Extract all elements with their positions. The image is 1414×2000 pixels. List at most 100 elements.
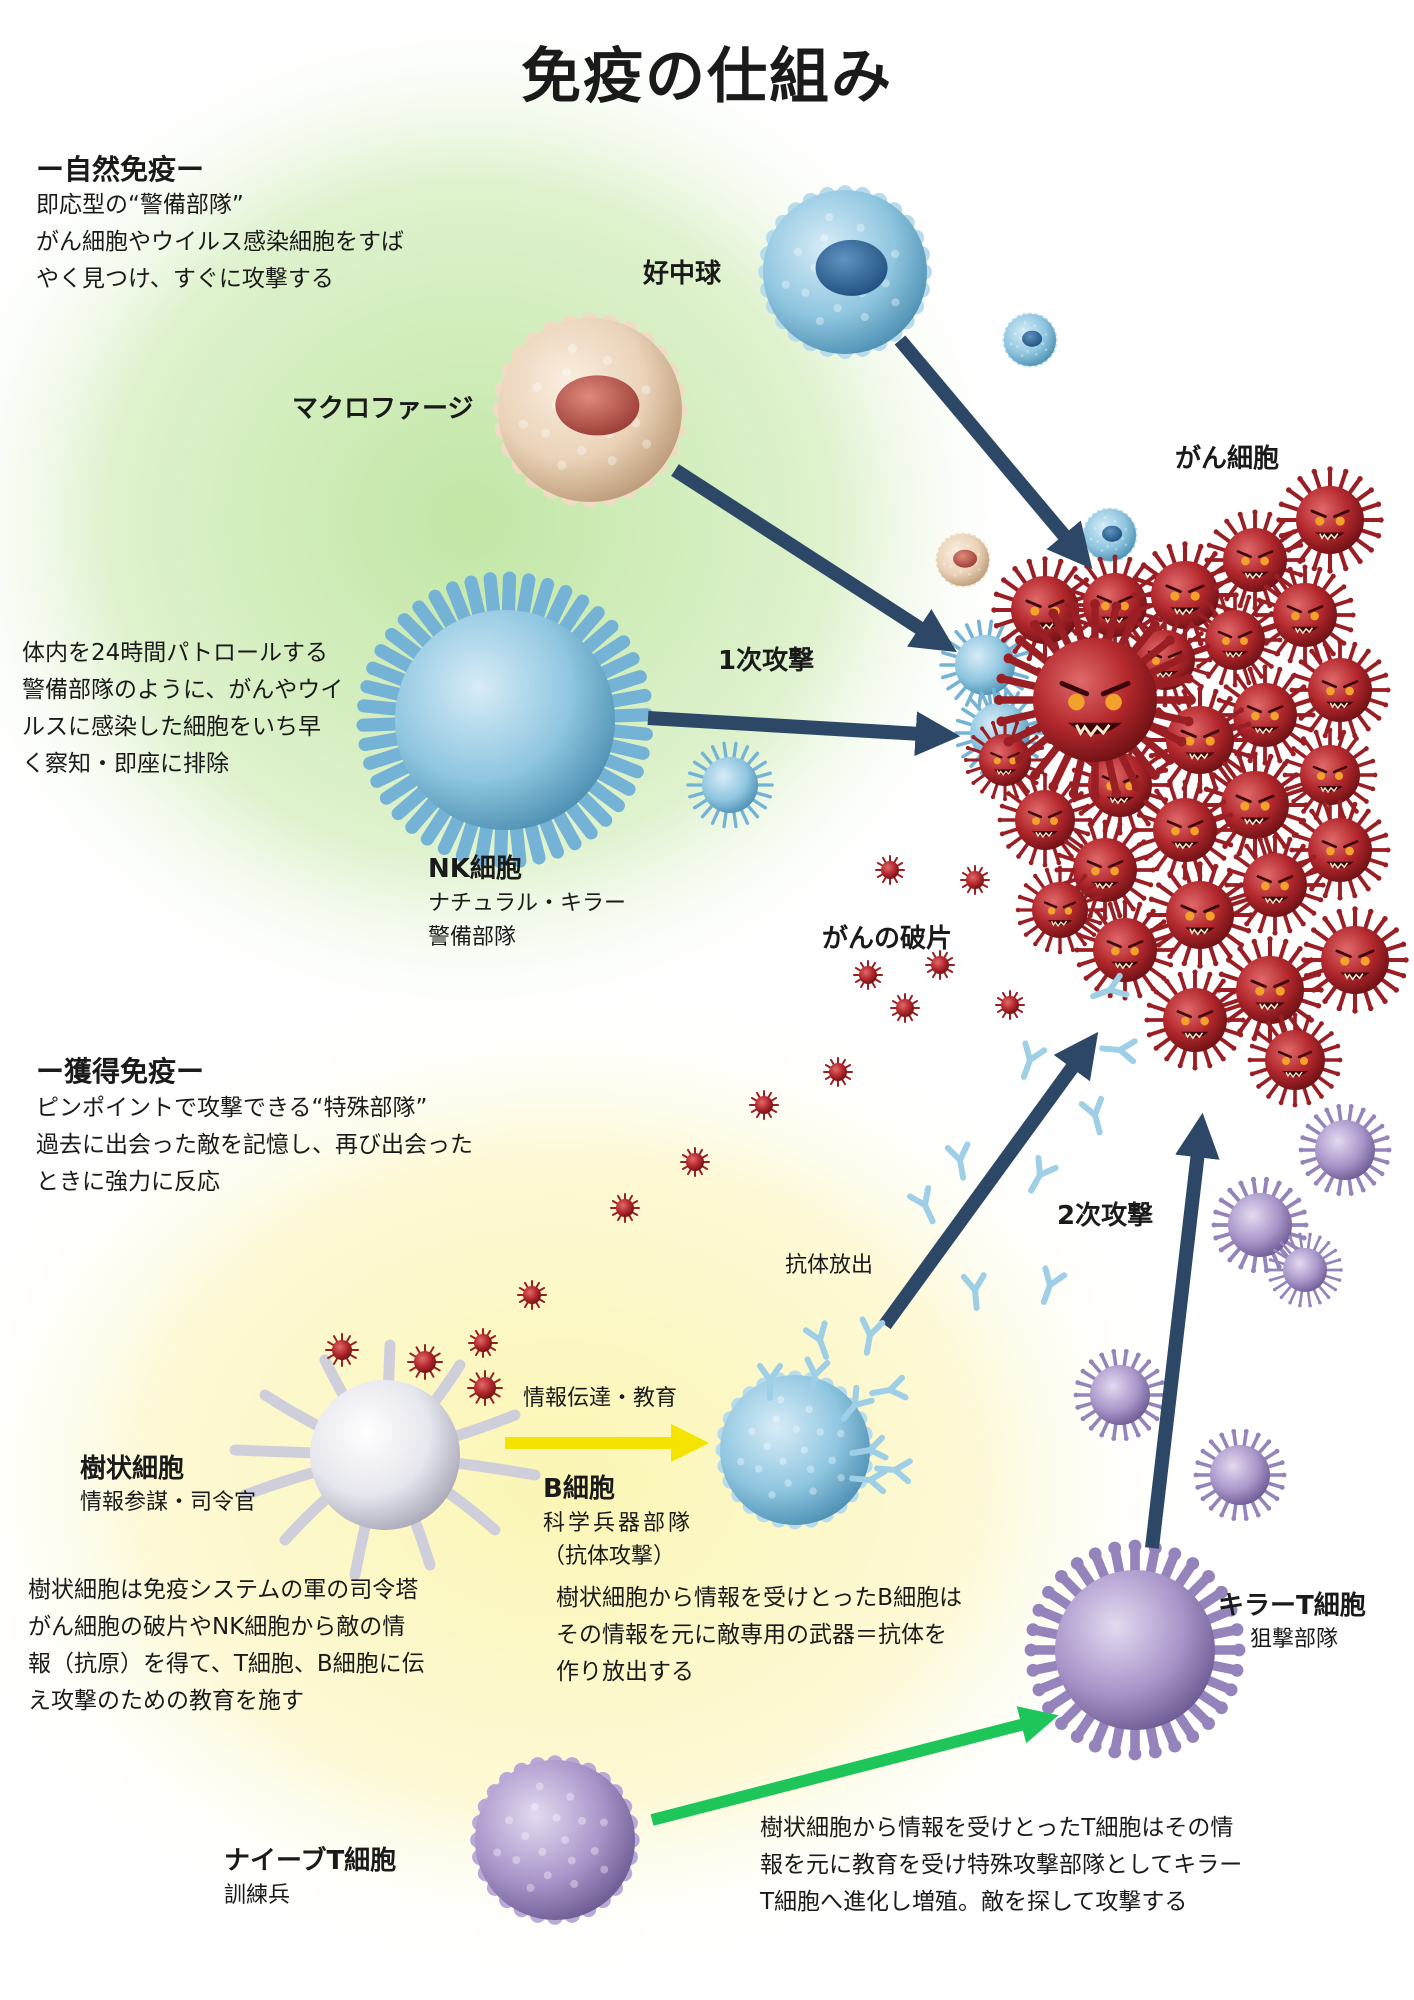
- acquired-desc-line: ときに強力に反応: [36, 1169, 220, 1195]
- cancer-cell: [1301, 906, 1409, 1014]
- b-cell-desc-line: その情報を元に敵専用の武器＝抗体を: [556, 1622, 947, 1648]
- naive-t-cell-sub: 訓練兵: [224, 1883, 291, 1908]
- arrow-macrophage-to-cancer: [671, 464, 957, 653]
- innate-desc-line: 即応型の“警備部隊”: [36, 192, 244, 218]
- cancer-cell: [1074, 899, 1176, 1001]
- cancer-fragment: [749, 1090, 779, 1120]
- neutrophil-cell: [758, 185, 932, 359]
- innate-heading: ー自然免疫ー: [36, 153, 205, 186]
- secondary-attack-label: 2次攻撃: [1057, 1201, 1154, 1231]
- cancer-cell: [1216, 936, 1324, 1044]
- cancer-cell: [1054, 819, 1156, 921]
- killer-t-small-cell: [1211, 1176, 1309, 1274]
- macrophage-small-cell: [935, 532, 991, 588]
- page-title: 免疫の仕組み: [521, 42, 893, 112]
- cancer-fragment: [995, 990, 1025, 1020]
- cancer-cell: [1224, 834, 1326, 936]
- arrow-bcell-to-cancer: [879, 1031, 1099, 1330]
- nk-desc-line: く察知・即座に排除: [22, 751, 229, 777]
- b-cell-desc-line: 樹状細胞から情報を受けとったB細胞は: [556, 1585, 963, 1611]
- cancer-fragment: [823, 1057, 853, 1087]
- cancer-fragment: [960, 865, 990, 895]
- primary-attack-label: 1次攻撃: [718, 646, 815, 676]
- nk-cell-label: NK細胞: [428, 854, 522, 884]
- cancer-cell: [1289, 639, 1391, 741]
- killer-t-cell-label: キラーT細胞: [1218, 1591, 1366, 1621]
- naive-t-cell-label: ナイーブT細胞: [224, 1846, 397, 1876]
- naive-t-cell: [470, 1755, 640, 1925]
- nk-cell: [356, 571, 654, 869]
- dendritic-cell: [229, 1339, 541, 1581]
- naive-desc-line: T細胞へ進化し増殖。敵を探して攻撃する: [760, 1889, 1188, 1915]
- acquired-heading: ー獲得免疫ー: [36, 1055, 205, 1088]
- dendritic-desc-line: え攻撃のための教育を施す: [28, 1688, 304, 1714]
- arrow-killer-t-to-cancer: [1145, 1112, 1220, 1549]
- b-cell-sub1: 科学兵器部隊: [543, 1511, 694, 1536]
- cancer-cell: [1247, 1012, 1343, 1108]
- killer-t-small-cell: [1298, 1104, 1392, 1196]
- antigen-fragment: [325, 1333, 359, 1367]
- acquired-description: ピンポイントで攻撃できる“特殊部隊” 過去に出会った敵を記憶し、再び出会った と…: [36, 1090, 473, 1201]
- innate-description: 即応型の“警備部隊” がん細胞やウイルス感染細胞をすば やく見つけ、すぐに攻撃す…: [36, 187, 404, 298]
- cancer-cell: [1204, 509, 1306, 611]
- innate-desc-line: がん細胞やウイルス感染細胞をすば: [36, 229, 404, 255]
- cancer-cell: [1015, 865, 1105, 955]
- nk-desc-line: 警備部隊のように、がんやウイ: [22, 677, 344, 703]
- innate-desc-line: やく見つけ、すぐに攻撃する: [36, 266, 334, 292]
- cancer-cell-label: がん細胞: [1175, 444, 1280, 474]
- acquired-desc-line: 過去に出会った敵を記憶し、再び出会った: [36, 1132, 473, 1158]
- nk-desc-line: 体内を24時間パトロールする: [22, 640, 328, 666]
- cancer-fragment: [517, 1280, 547, 1310]
- cancer-fragment: [925, 950, 955, 980]
- b-cell-desc-line: 作り放出する: [556, 1659, 694, 1685]
- acquired-desc-line: ピンポイントで攻撃できる“特殊部隊”: [36, 1095, 428, 1121]
- b-cell-label: B細胞: [543, 1474, 615, 1504]
- acquired-zone-glow: [0, 980, 1200, 1980]
- cancer-fragment: [890, 993, 920, 1023]
- dendritic-description: 樹状細胞は免疫システムの軍の司令塔 がん細胞の破片やNK細胞から敵の情 報（抗原…: [28, 1572, 425, 1720]
- dendritic-desc-line: 報（抗原）を得て、T細胞、B細胞に伝: [28, 1651, 425, 1677]
- cancer-fragment: [610, 1193, 640, 1223]
- killer-t-small-cell: [1193, 1429, 1287, 1521]
- neutrophil-small-cell: [1002, 312, 1058, 368]
- killer-t-cell-sub: 狙撃部隊: [1250, 1627, 1339, 1652]
- cancer-cell: [1146, 861, 1254, 969]
- b-cell: [715, 1370, 875, 1530]
- cancer-fragment: [875, 855, 905, 885]
- cancer-fragment: [853, 960, 883, 990]
- killer-t-small-cell: [1073, 1349, 1167, 1441]
- cancer-cell: [1187, 592, 1283, 688]
- cancer-cell: [1276, 466, 1384, 574]
- cancer-fragments-label: がんの破片: [822, 924, 953, 954]
- antigen-fragment: [407, 1344, 443, 1380]
- neutrophil-small-cell: [1082, 507, 1138, 563]
- dendritic-desc-line: 樹状細胞は免疫システムの軍の司令塔: [28, 1577, 419, 1603]
- killer-t-cell: [1024, 1539, 1246, 1761]
- dendritic-cell-label: 樹状細胞: [80, 1454, 185, 1484]
- antigen-fragment: [467, 1370, 503, 1406]
- cancer-cell: [1282, 727, 1378, 823]
- antibody-release-label: 抗体放出: [785, 1253, 874, 1278]
- nk-cell-sub1: ナチュラル・キラー: [428, 891, 627, 916]
- cancer-fragment: [680, 1147, 710, 1177]
- cancer-cell-large: [994, 599, 1196, 801]
- killer-t-small-cell: [1267, 1232, 1343, 1308]
- macrophage-cell: [492, 312, 688, 508]
- b-cell-description: 樹状細胞から情報を受けとったB細胞は その情報を元に敵専用の武器＝抗体を 作り放…: [556, 1580, 962, 1691]
- nk-small-cell: [686, 741, 774, 829]
- arrow-neutrophil-to-cancer: [894, 335, 1093, 570]
- naive-t-description: 樹状細胞から情報を受けとったT細胞はその情 報を元に教育を受け特殊攻撃部隊として…: [760, 1810, 1242, 1921]
- nk-cell-sub2: 警備部隊: [428, 925, 517, 950]
- nk-desc-line: ルスに感染した細胞をいち早: [22, 714, 321, 740]
- dendritic-cell-sub: 情報参謀・司令官: [80, 1490, 257, 1515]
- cancer-cell: [1144, 969, 1246, 1071]
- nk-description: 体内を24時間パトロールする 警備部隊のように、がんやウイ ルスに感染した細胞を…: [22, 635, 343, 783]
- dendritic-desc-line: がん細胞の破片やNK細胞から敵の情: [28, 1614, 406, 1640]
- info-transfer-label: 情報伝達・教育: [523, 1386, 678, 1411]
- naive-desc-line: 報を元に教育を受け特殊攻撃部隊としてキラー: [760, 1852, 1243, 1878]
- neutrophil-label: 好中球: [643, 259, 722, 289]
- cancer-fragment: [468, 1328, 498, 1358]
- naive-desc-line: 樹状細胞から情報を受けとったT細胞はその情: [760, 1815, 1234, 1841]
- arrow-nk-to-cancer: [647, 711, 961, 757]
